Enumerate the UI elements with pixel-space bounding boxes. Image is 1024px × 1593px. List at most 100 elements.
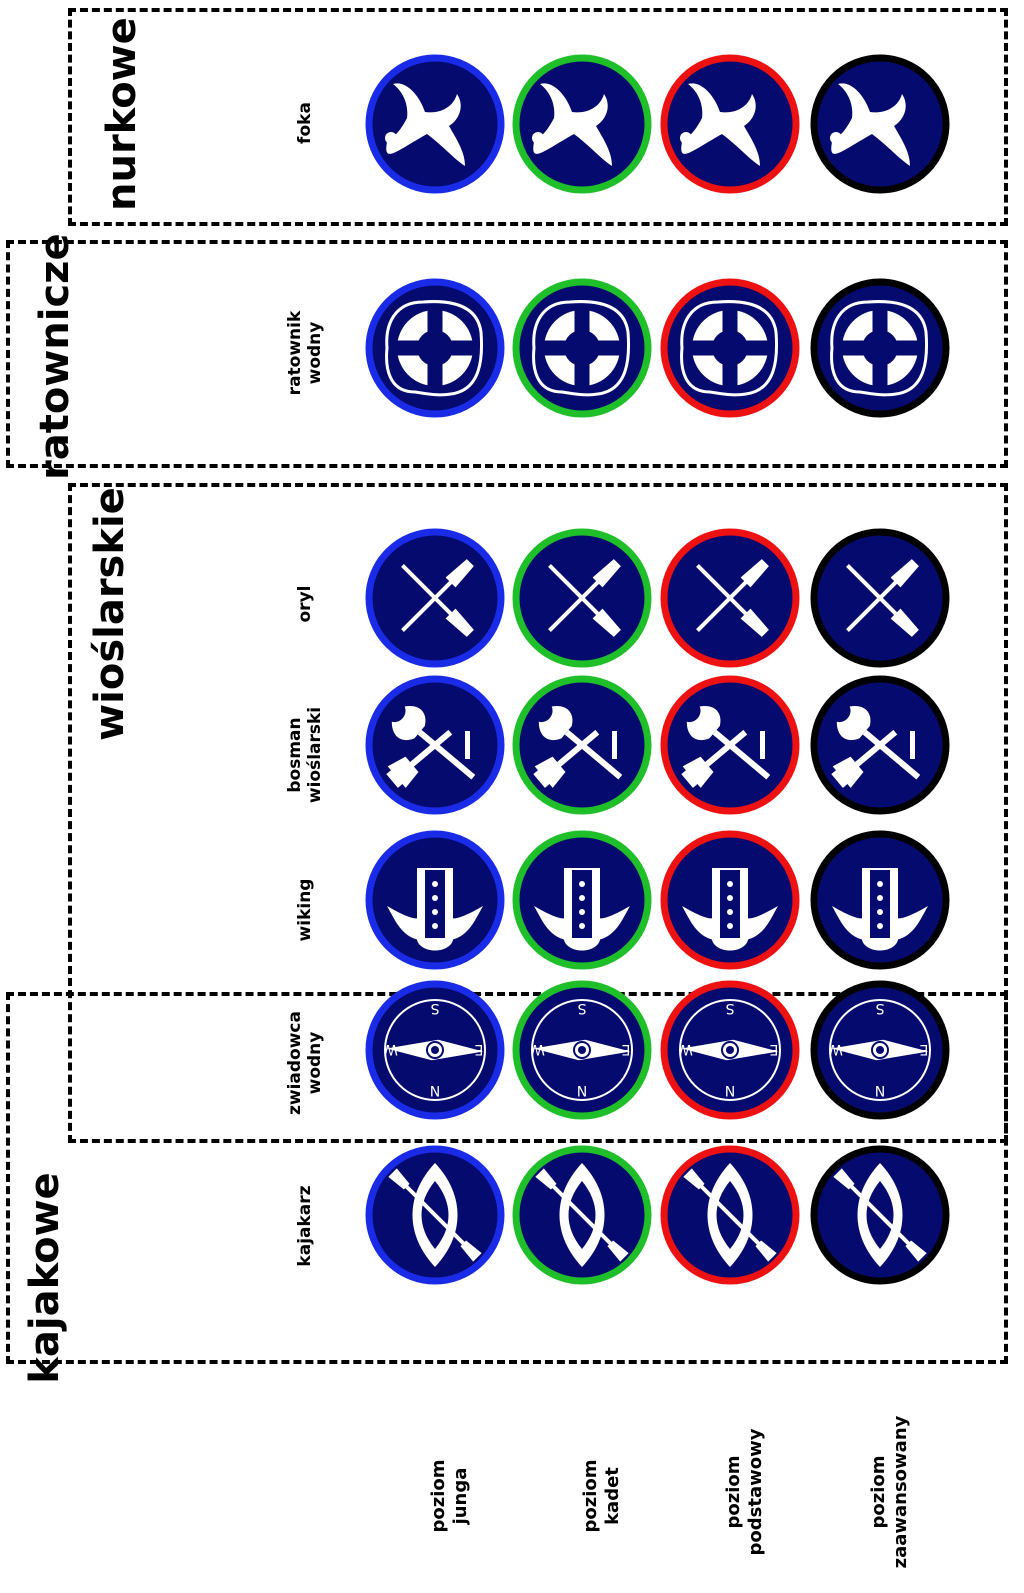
level-label-line: poziom [580, 1459, 601, 1533]
badge-foka-level-4 [810, 54, 950, 194]
svg-text:W: W [829, 1041, 843, 1057]
svg-text:W: W [531, 1041, 545, 1057]
group-title-ratownicze: ratownicze [32, 233, 78, 480]
level-label-junga: poziom junga [428, 1431, 472, 1561]
kayak-icon [660, 1145, 800, 1285]
level-label-line: poziom [723, 1455, 744, 1529]
group-box-wioslarskie [68, 483, 1008, 1143]
badge-name-kajakarz: kajakarz [295, 1166, 315, 1286]
svg-text:N: N [430, 1082, 440, 1098]
badge-wiking-level-2 [512, 830, 652, 970]
badge-name-line: kajakarz [295, 1185, 315, 1267]
badge-name-line: wioślarski [305, 706, 325, 804]
badge-name-line: wodny [305, 1031, 325, 1095]
svg-text:N: N [725, 1082, 735, 1098]
badge-zwiadowca-wodny-level-1: N E S W [365, 980, 505, 1120]
badge-zwiadowca-wodny-level-4: N E S W [810, 980, 950, 1120]
viking-helmet-icon [512, 830, 652, 970]
badge-name-foka: foka [295, 63, 315, 183]
viking-helmet-icon [365, 830, 505, 970]
crossed-oars-icon [660, 528, 800, 668]
badge-name-line: wiking [295, 878, 315, 942]
badge-foka-level-3 [660, 54, 800, 194]
svg-text:W: W [679, 1041, 693, 1057]
viking-helmet-icon [660, 830, 800, 970]
level-label-line: poziom [428, 1459, 449, 1533]
lifebuoy-icon [365, 278, 505, 418]
badge-name-line: foka [295, 102, 315, 144]
badge-ratownik-wodny-level-4 [810, 278, 950, 418]
badge-name-bosman-wioslarski: bosman wioślarski [285, 690, 325, 820]
badge-zwiadowca-wodny-level-3: N E S W [660, 980, 800, 1120]
compass-icon: N E S W [512, 980, 652, 1120]
crossed-oars-icon [810, 528, 950, 668]
level-label-podstawowy: poziom podstawowy [723, 1417, 767, 1567]
svg-text:W: W [384, 1041, 398, 1057]
badge-kajakarz-level-1 [365, 1145, 505, 1285]
kayak-icon [365, 1145, 505, 1285]
badge-name-line: ratownik [285, 310, 305, 396]
seal-icon [512, 54, 652, 194]
badge-kajakarz-level-2 [512, 1145, 652, 1285]
level-label-line: junga [450, 1467, 471, 1525]
svg-text:E: E [475, 1041, 484, 1057]
crossed-oars-icon [512, 528, 652, 668]
level-label-kadet: poziom kadet [580, 1431, 624, 1561]
badge-name-ratownik-wodny: ratownik wodny [285, 288, 325, 418]
oar-and-axe-icon [660, 675, 800, 815]
level-label-line: zaawansowany [890, 1415, 911, 1569]
badge-name-wiking: wiking [295, 850, 315, 970]
badge-bosman-wioslarski-level-3 [660, 675, 800, 815]
svg-text:N: N [577, 1082, 587, 1098]
svg-text:S: S [430, 1000, 439, 1016]
badge-oryl-level-1 [365, 528, 505, 668]
svg-text:S: S [577, 1000, 586, 1016]
badge-foka-level-2 [512, 54, 652, 194]
crossed-oars-icon [365, 528, 505, 668]
seal-icon [365, 54, 505, 194]
badge-foka-level-1 [365, 54, 505, 194]
seal-icon [810, 54, 950, 194]
badge-name-line: wodny [305, 321, 325, 385]
svg-text:E: E [622, 1041, 631, 1057]
badge-ratownik-wodny-level-2 [512, 278, 652, 418]
badge-wiking-level-1 [365, 830, 505, 970]
badge-oryl-level-4 [810, 528, 950, 668]
oar-and-axe-icon [365, 675, 505, 815]
group-title-kajakowe: kajakowe [22, 1172, 68, 1384]
badge-wiking-level-3 [660, 830, 800, 970]
badge-bosman-wioslarski-level-1 [365, 675, 505, 815]
svg-text:S: S [725, 1000, 734, 1016]
badge-oryl-level-3 [660, 528, 800, 668]
level-label-line: poziom [868, 1455, 889, 1529]
group-title-wioslarskie: wioślarskie [87, 487, 133, 741]
oar-and-axe-icon [810, 675, 950, 815]
kayak-icon [810, 1145, 950, 1285]
badge-zwiadowca-wodny-level-2: N E S W [512, 980, 652, 1120]
lifebuoy-icon [810, 278, 950, 418]
level-label-zaawansowany: poziom zaawansowany [868, 1407, 912, 1577]
viking-helmet-icon [810, 830, 950, 970]
badge-kajakarz-level-3 [660, 1145, 800, 1285]
group-box-nurkowe [68, 8, 1008, 226]
kayak-icon [512, 1145, 652, 1285]
svg-text:N: N [875, 1082, 885, 1098]
compass-icon: N E S W [810, 980, 950, 1120]
level-label-line: kadet [602, 1467, 623, 1525]
badge-kajakarz-level-4 [810, 1145, 950, 1285]
badge-wiking-level-4 [810, 830, 950, 970]
badge-name-zwiadowca-wodny: zwiadowca wodny [285, 998, 325, 1128]
badge-ratownik-wodny-level-3 [660, 278, 800, 418]
svg-text:S: S [875, 1000, 884, 1016]
badge-bosman-wioslarski-level-2 [512, 675, 652, 815]
badge-oryl-level-2 [512, 528, 652, 668]
badge-bosman-wioslarski-level-4 [810, 675, 950, 815]
lifebuoy-icon [660, 278, 800, 418]
badge-name-oryl: oryl [295, 544, 315, 664]
badge-ratownik-wodny-level-1 [365, 278, 505, 418]
group-title-nurkowe: nurkowe [99, 17, 145, 211]
group-box-ratownicze [6, 240, 1008, 468]
badge-name-line: bosman [285, 717, 305, 793]
compass-icon: N E S W [365, 980, 505, 1120]
lifebuoy-icon [512, 278, 652, 418]
